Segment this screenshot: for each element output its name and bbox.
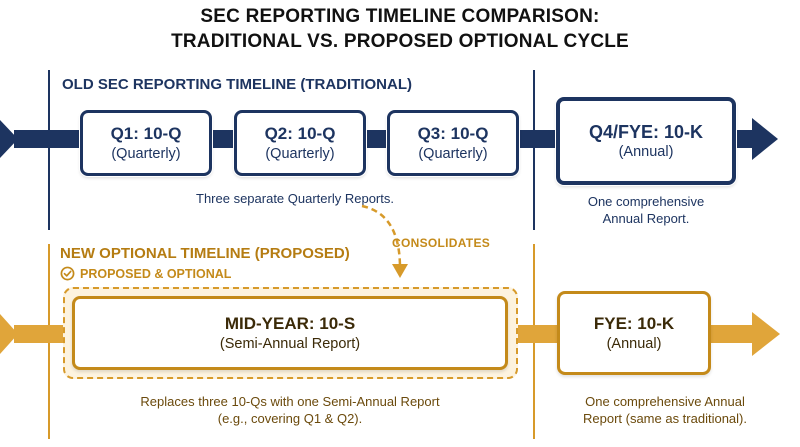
- new-fye-title: FYE: 10-K: [593, 314, 675, 334]
- old-annual-caption-line-2: Annual Report.: [602, 210, 690, 226]
- new-midyear-subtitle: (Semi-Annual Report): [219, 335, 361, 352]
- new-midyear-title: MID-YEAR: 10-S: [224, 314, 356, 334]
- check-circle-icon: [60, 266, 75, 281]
- old-timeline-heading: OLD SEC REPORTING TIMELINE (TRADITIONAL): [62, 76, 412, 93]
- old-q3-box: Q3: 10-Q (Quarterly): [387, 110, 519, 176]
- old-timeline-left-divider: [48, 70, 50, 230]
- page-title-line-1: SEC REPORTING TIMELINE COMPARISON:: [200, 6, 600, 27]
- old-q4-box: Q4/FYE: 10-K (Annual): [556, 97, 736, 185]
- new-annual-caption-line-2: Report (same as traditional).: [582, 410, 747, 426]
- old-q1-subtitle: (Quarterly): [111, 145, 181, 162]
- old-quarterly-caption: Three separate Quarterly Reports.: [196, 191, 394, 206]
- consolidates-label: CONSOLIDATES: [392, 236, 491, 250]
- old-q1-title: Q1: 10-Q: [110, 124, 182, 144]
- consolidates-connector-arrow: [361, 204, 408, 278]
- new-annual-caption: One comprehensive Annual Report (same as…: [540, 394, 790, 428]
- page-title-line-2: TRADITIONAL VS. PROPOSED OPTIONAL CYCLE: [171, 31, 629, 52]
- old-q4-subtitle: (Annual): [618, 144, 674, 161]
- new-semiannual-caption-line-2: (e.g., covering Q1 & Q2).: [217, 410, 363, 426]
- new-timeline-heading: NEW OPTIONAL TIMELINE (PROPOSED): [60, 245, 350, 262]
- new-midyear-box: MID-YEAR: 10-S (Semi-Annual Report): [72, 296, 508, 370]
- new-annual-caption-line-1: One comprehensive Annual: [585, 394, 745, 409]
- new-semiannual-caption: Replaces three 10-Qs with one Semi-Annua…: [80, 394, 500, 428]
- old-q4-title: Q4/FYE: 10-K: [588, 121, 704, 142]
- new-fye-box: FYE: 10-K (Annual): [557, 291, 711, 375]
- proposed-optional-badge: PROPOSED & OPTIONAL: [60, 266, 231, 281]
- old-q3-title: Q3: 10-Q: [417, 124, 489, 144]
- old-q2-subtitle: (Quarterly): [265, 145, 335, 162]
- old-q1-box: Q1: 10-Q (Quarterly): [80, 110, 212, 176]
- old-q2-box: Q2: 10-Q (Quarterly): [234, 110, 366, 176]
- new-fye-subtitle: (Annual): [606, 335, 662, 352]
- old-q3-subtitle: (Quarterly): [418, 145, 488, 162]
- old-q2-title: Q2: 10-Q: [264, 124, 336, 144]
- old-annual-caption-line-1: One comprehensive: [587, 194, 705, 209]
- proposed-optional-badge-label: PROPOSED & OPTIONAL: [80, 266, 232, 281]
- new-semiannual-caption-line-1: Replaces three 10-Qs with one Semi-Annua…: [140, 394, 440, 409]
- old-timeline-right-divider: [533, 70, 535, 230]
- old-annual-caption: One comprehensive Annual Report.: [556, 194, 736, 228]
